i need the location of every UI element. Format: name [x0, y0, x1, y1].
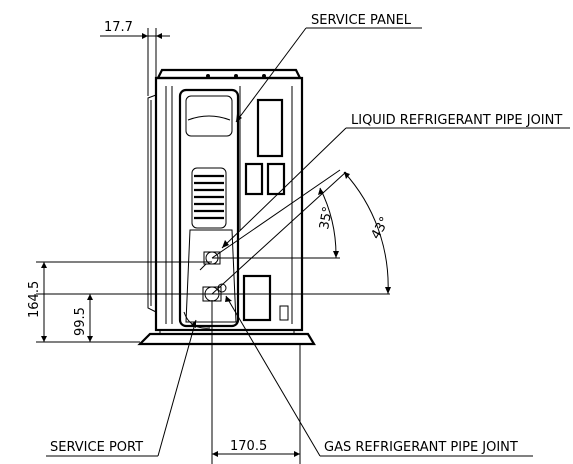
dimension-bottom-width: 170.5	[211, 300, 301, 464]
callout-service-panel: SERVICE PANEL	[235, 13, 422, 123]
dim-170-5-label: 170.5	[230, 439, 267, 454]
callout-liquid-joint: LIQUID REFRIGERANT PIPE JOINT	[221, 113, 570, 249]
service-port-label: SERVICE PORT	[50, 440, 143, 455]
dimension-heights: 164.5 99.5	[27, 261, 212, 343]
dimension-top-offset: 17.7	[100, 20, 170, 96]
callout-gas-joint: GAS REFRIGERANT PIPE JOINT	[225, 295, 533, 457]
service-panel-body	[178, 88, 240, 328]
outdoor-unit-side-view	[137, 68, 316, 346]
liquid-joint-label: LIQUID REFRIGERANT PIPE JOINT	[351, 113, 562, 128]
gas-valve-icon	[202, 283, 227, 302]
gas-joint-label: GAS REFRIGERANT PIPE JOINT	[324, 440, 518, 455]
dim-99-5-label: 99.5	[73, 307, 88, 336]
dim-17-7-label: 17.7	[104, 20, 133, 35]
angle-43-label: 43°	[368, 215, 393, 242]
service-panel-label: SERVICE PANEL	[311, 13, 412, 28]
angle-35-label: 35°	[317, 205, 336, 230]
callout-service-port: SERVICE PORT	[46, 319, 197, 457]
dim-164-5-label: 164.5	[27, 281, 42, 318]
coil-icon	[191, 167, 227, 229]
